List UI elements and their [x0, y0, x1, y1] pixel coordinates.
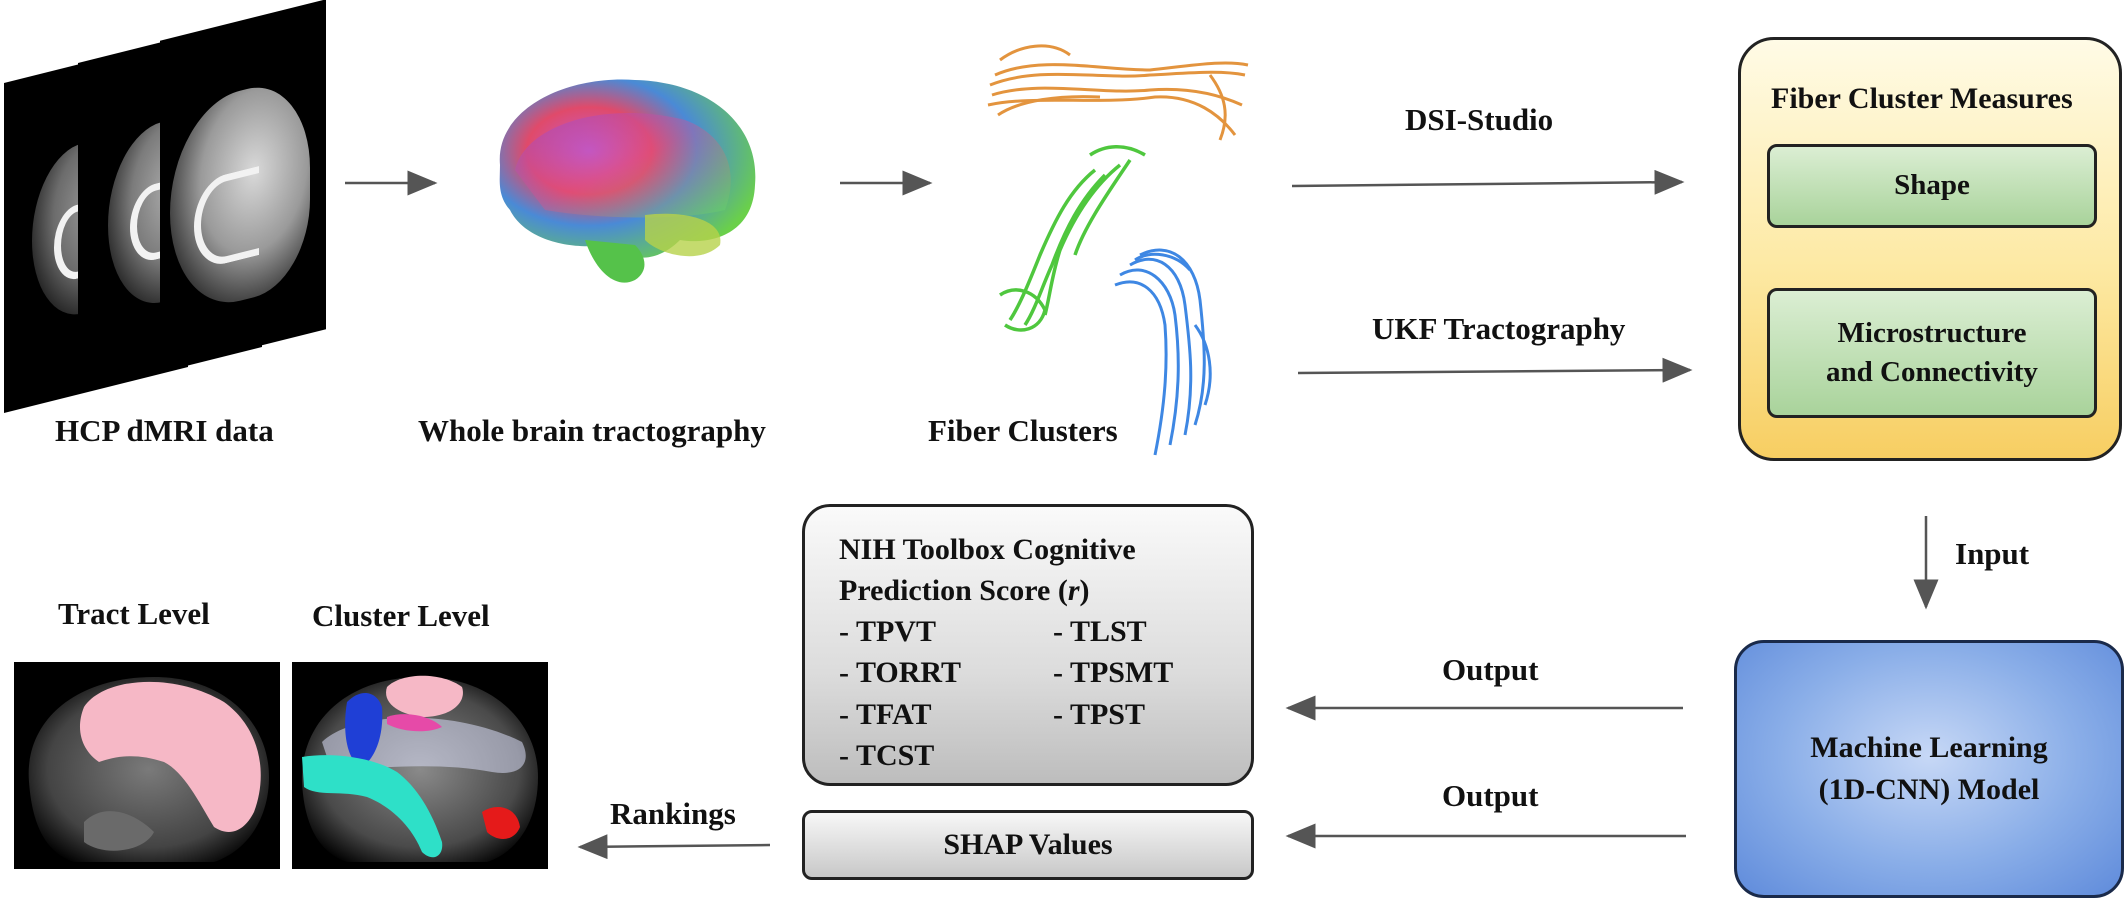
ml-model-line1: Machine Learning: [1810, 731, 2048, 764]
score-item: - TPST: [1053, 697, 1145, 731]
shape-label: Shape: [1894, 169, 1970, 202]
microstructure-label-line1: Microstructure: [1837, 316, 2027, 349]
score-item: - TPSMT: [1053, 656, 1174, 690]
cluster-region-cyan: [302, 755, 443, 858]
tract-level-label: Tract Level: [58, 596, 210, 631]
wbt-label: Whole brain tractography: [418, 413, 766, 448]
nih-scores-col1: - TPVT - TORRT - TFAT - TCST: [839, 611, 961, 777]
shape-box: Shape: [1767, 144, 2097, 228]
score-item: - TLST: [1053, 615, 1147, 648]
score-item: - TPVT: [839, 615, 936, 648]
ukf-tractography-label: UKF Tractography: [1372, 311, 1626, 346]
arrow-ukf: [1297, 357, 1693, 383]
hcp-label: HCP dMRI data: [55, 413, 274, 448]
fiber-bundle-green: [999, 145, 1146, 332]
score-item: - TFAT: [839, 697, 932, 731]
tract-region-pink: [79, 681, 261, 832]
tract-level-image: [14, 662, 280, 869]
fiber-cluster-measures-box: Fiber Cluster Measures Shape Microstruct…: [1738, 37, 2122, 461]
microstructure-label-line2: and Connectivity: [1826, 356, 2038, 388]
cluster-region-pink: [386, 675, 463, 717]
cluster-region-red: [482, 807, 520, 839]
shap-values-label: SHAP Values: [943, 828, 1113, 861]
cluster-level-image: [292, 662, 548, 869]
fiber-bundle-blue: [1114, 248, 1212, 456]
arrow-dsi: [1291, 169, 1685, 195]
rankings-label: Rankings: [610, 796, 736, 831]
score-item: - TORRT: [839, 656, 962, 690]
fiber-bundle-orange: [987, 44, 1249, 141]
shap-values-box: SHAP Values: [802, 810, 1254, 880]
whole-brain-tractography-image: [499, 79, 756, 283]
nih-title-line1: NIH Toolbox Cognitive: [839, 533, 1136, 566]
mri-slice-front: [160, 0, 326, 371]
output-label-1: Output: [1442, 652, 1539, 687]
ml-model-box: Machine Learning (1D-CNN) Model: [1734, 640, 2124, 898]
input-label: Input: [1955, 536, 2030, 571]
ml-model-line2: (1D-CNN) Model: [1818, 773, 2040, 806]
dsi-studio-label: DSI-Studio: [1405, 102, 1554, 137]
output-label-2: Output: [1442, 778, 1539, 813]
cluster-level-label: Cluster Level: [312, 598, 490, 633]
measures-title: Fiber Cluster Measures: [1771, 82, 2073, 115]
nih-scores-col2: - TLST - TPSMT - TPST: [1053, 611, 1173, 735]
clusters-label: Fiber Clusters: [928, 413, 1118, 448]
nih-toolbox-box: NIH Toolbox Cognitive Prediction Score (…: [802, 504, 1254, 786]
microstructure-box: Microstructure and Connectivity: [1767, 288, 2097, 418]
arrow-rankings: [577, 834, 771, 860]
score-item: - TCST: [839, 739, 935, 773]
nih-title-line2: Prediction Score (r): [839, 574, 1090, 607]
cluster-region-blue: [345, 692, 383, 767]
fiber-clusters-image: [987, 44, 1249, 456]
